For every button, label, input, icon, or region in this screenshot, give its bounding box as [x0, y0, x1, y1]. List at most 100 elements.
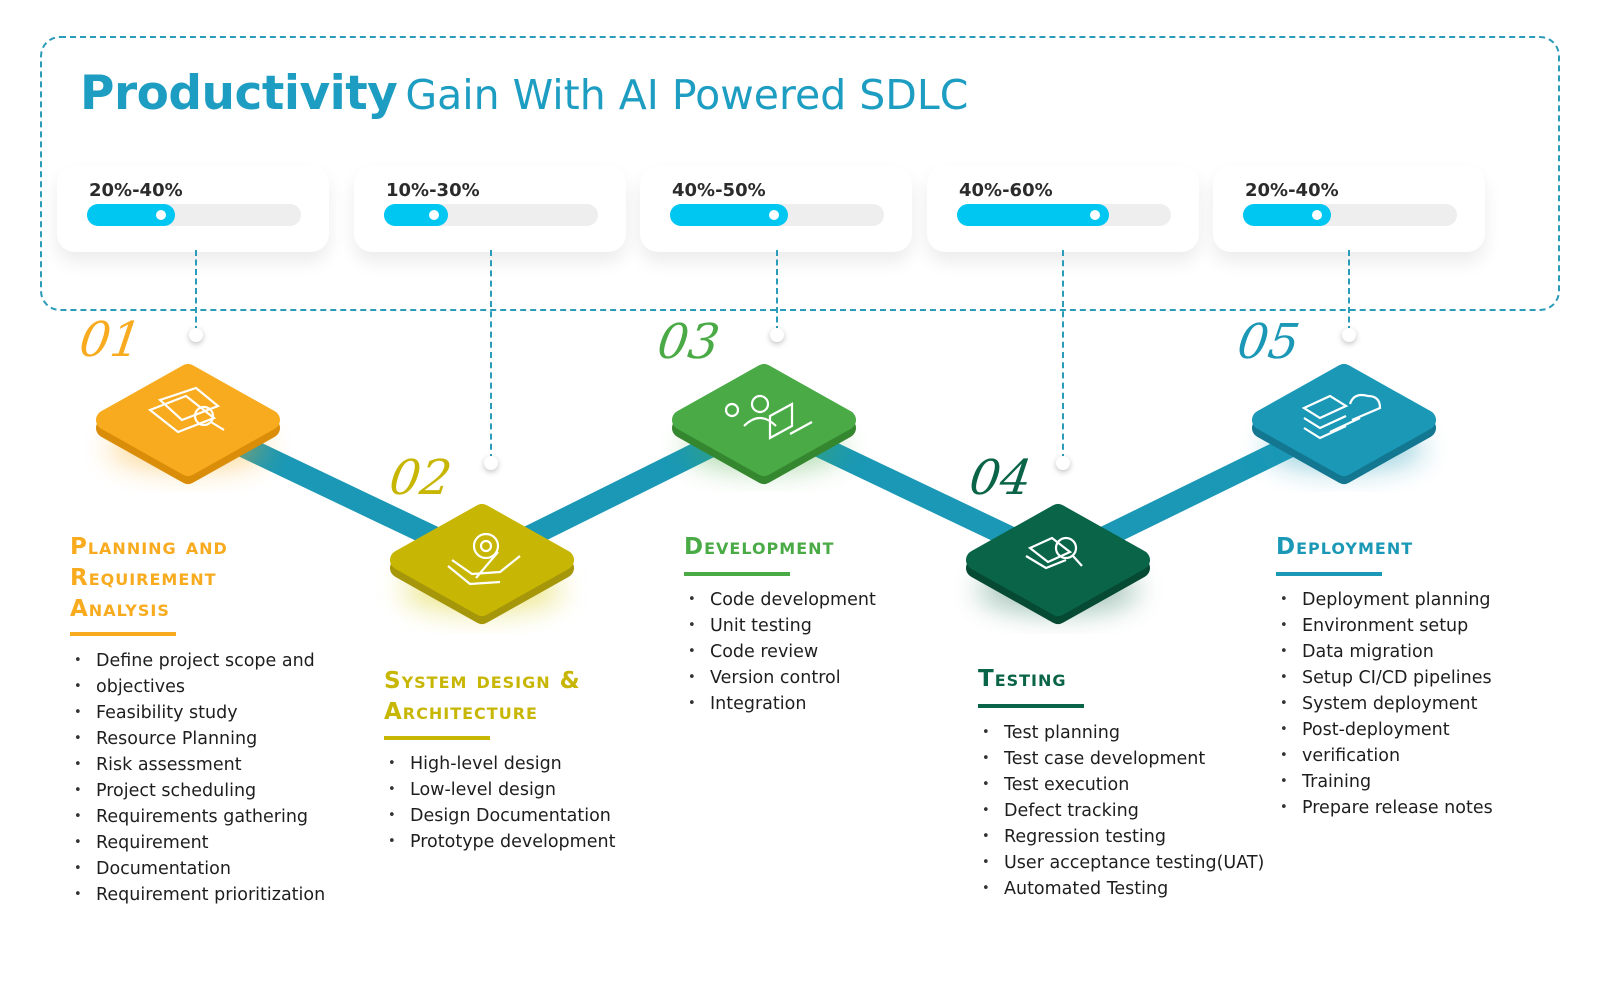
- list-item: Version control: [686, 665, 876, 691]
- stage-number-03: 03: [654, 314, 724, 370]
- title-line: Requirement: [70, 565, 217, 591]
- list-item: Requirements gathering: [72, 804, 325, 830]
- progress-track: [384, 204, 598, 226]
- header-frame: [40, 36, 1560, 311]
- list-item: Post-deployment: [1278, 717, 1493, 743]
- server-cloud-icon: [1301, 393, 1382, 440]
- stage-title-testing: Testing: [978, 664, 1067, 695]
- progress-card-deployment: 20%-40%: [1213, 166, 1485, 252]
- progress-fill: [1243, 204, 1331, 226]
- list-item: Low-level design: [386, 777, 615, 803]
- stage-list-development: Code development Unit testing Code revie…: [686, 587, 876, 717]
- list-item: Setup CI/CD pipelines: [1278, 665, 1493, 691]
- list-item: Requirement prioritization: [72, 882, 325, 908]
- progress-card-design: 10%-30%: [354, 166, 626, 252]
- stage-list-deployment: Deployment planning Environment setup Da…: [1278, 587, 1493, 821]
- progress-fill: [87, 204, 175, 226]
- list-item: Test case development: [980, 746, 1264, 772]
- stage-number-05: 05: [1234, 314, 1304, 370]
- title-underline: [384, 736, 490, 740]
- stage-list-design: High-level design Low-level design Desig…: [386, 751, 615, 855]
- connector-dot-05: [1342, 328, 1356, 342]
- title-line: Deployment: [1276, 534, 1414, 560]
- list-item: Risk assessment: [72, 752, 325, 778]
- title-line: Architecture: [384, 699, 538, 725]
- list-item: Project scheduling: [72, 778, 325, 804]
- list-item: Documentation: [72, 856, 325, 882]
- progress-knob: [768, 210, 779, 220]
- title-underline: [684, 572, 790, 576]
- list-item: Requirement: [72, 830, 325, 856]
- list-item: objectives: [72, 674, 325, 700]
- list-item: Design Documentation: [386, 803, 615, 829]
- stage-number-04: 04: [966, 450, 1036, 506]
- connector-line-03: [776, 250, 778, 332]
- design-gear-hand-icon: [447, 532, 521, 586]
- list-item: Test execution: [980, 772, 1264, 798]
- list-item: Deployment planning: [1278, 587, 1493, 613]
- stage-diamond-planning: [96, 364, 280, 484]
- stage-list-planning: Define project scope and objectives Feas…: [72, 648, 325, 908]
- progress-fill: [957, 204, 1109, 226]
- list-item: Code development: [686, 587, 876, 613]
- connector-dot-04: [1056, 456, 1070, 470]
- stage-list-testing: Test planning Test case development Test…: [980, 720, 1264, 902]
- list-item: Test planning: [980, 720, 1264, 746]
- list-item: Integration: [686, 691, 876, 717]
- percent-label: 20%-40%: [1245, 180, 1339, 201]
- list-item: Define project scope and: [72, 648, 325, 674]
- progress-track: [1243, 204, 1457, 226]
- list-item: User acceptance testing(UAT): [980, 850, 1264, 876]
- stage-title-deployment: Deployment: [1276, 532, 1413, 563]
- title-underline: [1276, 572, 1382, 576]
- title-line: Development: [684, 534, 835, 560]
- stage-diamond-testing: [966, 504, 1150, 624]
- title-underline: [978, 704, 1084, 708]
- progress-knob: [1089, 210, 1100, 220]
- title-line: System design &: [384, 668, 581, 694]
- document-search-icon: [147, 386, 225, 434]
- list-item: Unit testing: [686, 613, 876, 639]
- list-item: Environment setup: [1278, 613, 1493, 639]
- progress-knob: [1311, 210, 1322, 220]
- title-line: Testing: [978, 666, 1067, 692]
- connector-line-04: [1062, 250, 1064, 460]
- percent-label: 10%-30%: [386, 180, 480, 201]
- connector-line-05: [1348, 250, 1350, 332]
- list-item: Data migration: [1278, 639, 1493, 665]
- stage-diamond-design: [390, 504, 574, 624]
- connector-line-02: [490, 250, 492, 460]
- progress-knob: [429, 210, 440, 220]
- progress-knob: [155, 210, 166, 220]
- progress-track: [87, 204, 301, 226]
- stage-diamond-deployment: [1252, 364, 1436, 484]
- list-item: Resource Planning: [72, 726, 325, 752]
- list-item: Prototype development: [386, 829, 615, 855]
- list-item: Regression testing: [980, 824, 1264, 850]
- stage-title-design: System design & Architecture: [384, 666, 581, 728]
- title-underline: [70, 632, 176, 636]
- test-checklist-search-icon: [1025, 536, 1083, 570]
- list-item: Code review: [686, 639, 876, 665]
- list-item: High-level design: [386, 751, 615, 777]
- list-item: Feasibility study: [72, 700, 325, 726]
- progress-card-testing: 40%-60%: [927, 166, 1199, 252]
- connector-dot-02: [484, 456, 498, 470]
- progress-fill: [670, 204, 788, 226]
- progress-card-planning: 20%-40%: [57, 166, 329, 252]
- connector-dot-03: [770, 328, 784, 342]
- list-item: Training: [1278, 769, 1493, 795]
- title-bold: Productivity: [80, 66, 398, 121]
- list-item: verification: [1278, 743, 1493, 769]
- stage-title-planning: Planning and Requirement Analysis: [70, 532, 228, 625]
- title-light: Gain With AI Powered SDLC: [405, 71, 969, 119]
- percent-label: 40%-60%: [959, 180, 1053, 201]
- list-item: Prepare release notes: [1278, 795, 1493, 821]
- stage-number-02: 02: [386, 450, 456, 506]
- developer-laptop-icon: [724, 394, 813, 440]
- stage-diamond-development: [672, 364, 856, 484]
- percent-label: 40%-50%: [672, 180, 766, 201]
- list-item: Defect tracking: [980, 798, 1264, 824]
